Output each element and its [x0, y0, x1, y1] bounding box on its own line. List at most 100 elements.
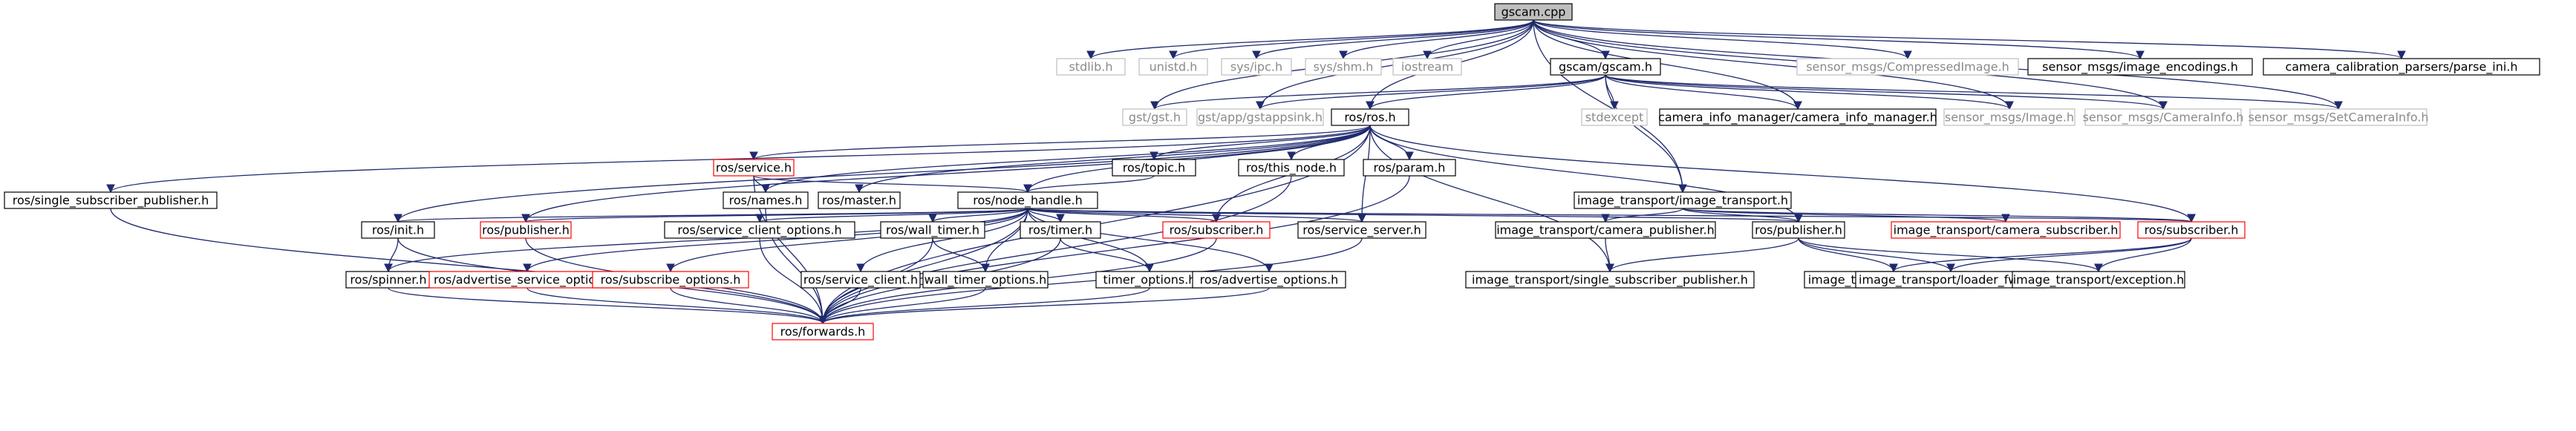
node-ros-subscriber-mid[interactable]: ros/subscriber.h [1162, 221, 1271, 239]
node-ros-service-client-options[interactable]: ros/service_client_options.h [664, 221, 855, 239]
node-unistd: unistd.h [1138, 58, 1208, 76]
node-label: image_transport/single_subscriber_publis… [1472, 273, 1748, 288]
node-ros-service-server[interactable]: ros/service_server.h [1297, 221, 1426, 239]
node-box [1943, 108, 2076, 126]
node-ros-advertise-options[interactable]: ros/advertise_options.h [1192, 271, 1346, 289]
edge-ros_node_handle-to-ros_service_client [856, 208, 1028, 273]
node-box [1581, 108, 1648, 126]
node-ros-subscribe-options[interactable]: ros/subscribe_options.h [592, 271, 749, 289]
edge-gscam_cpp-to-sys_ipc [1252, 19, 1534, 60]
edge-ros_ros-to-ros_topic [1150, 125, 1371, 161]
node-image-encodings[interactable]: sensor_msgs/image_encodings.h [2027, 58, 2253, 76]
node-box [2137, 221, 2246, 239]
node-ros-topic[interactable]: ros/topic.h [1112, 159, 1196, 177]
edge-gscam_cpp-to-unistd [1169, 19, 1534, 60]
node-ros-node-handle[interactable]: ros/node_handle.h [957, 191, 1098, 209]
node-it-exception2[interactable]: image_transport/exception.h [2012, 271, 2185, 289]
edge-gscam_h-to-cinfo_manager [1605, 74, 1802, 111]
node-box [1550, 58, 1661, 76]
edge-it_image_transport-to-it_camera_subscriber [1682, 208, 2010, 223]
node-gst-appsink: gst/app/gstappsink.h [1196, 108, 1324, 126]
node-box [1192, 271, 1346, 289]
node-label: ros/subscriber.h [2145, 223, 2239, 237]
node-label: sensor_msgs/CompressedImage.h [1806, 60, 2009, 75]
node-it-loader-fwds[interactable]: image_transport/loader_fwds.h [1855, 271, 2047, 289]
edge-timer_options-to-ros_forwards [818, 287, 1150, 325]
edge-wall_timer_options-to-ros_forwards [818, 287, 986, 325]
edge-ros_node_handle-to-ros_spinner [384, 208, 1028, 273]
node-box [1465, 271, 1755, 289]
node-label: ros/subscriber.h [1170, 223, 1264, 237]
edge-gscam_cpp-to-sys_shm [1339, 19, 1534, 60]
node-box [1574, 191, 1792, 209]
node-label: image_transport/image_transport.h [1577, 194, 1788, 208]
node-label: ros/publisher.h [482, 223, 570, 237]
node-gst-gst: gst/gst.h [1122, 108, 1187, 126]
edge-ros_node_handle-to-ros_service_server [1027, 208, 1366, 223]
edge-ros_node_handle-to-ros_subscribe_options [666, 208, 1028, 273]
node-box [664, 221, 855, 239]
edge-gscam_h-to-gst_gst [1150, 74, 1606, 111]
node-box [922, 271, 1049, 289]
node-ros-names[interactable]: ros/names.h [723, 191, 809, 209]
node-cinfo-manager[interactable]: camera_info_manager/camera_info_manager.… [1658, 108, 1937, 126]
node-ros-spinner[interactable]: ros/spinner.h [345, 271, 431, 289]
node-box [1495, 221, 1716, 239]
node-it-image-transport[interactable]: image_transport/image_transport.h [1574, 191, 1792, 209]
node-calib-parsers[interactable]: camera_calibration_parsers/parse_ini.h [2263, 58, 2540, 76]
node-it-camera-publisher[interactable]: image_transport/camera_publisher.h [1495, 221, 1716, 239]
node-label: sensor_msgs/CameraInfo.h [2083, 111, 2244, 125]
node-box [480, 221, 572, 239]
node-box [2084, 108, 2242, 126]
node-ros-forwards[interactable]: ros/forwards.h [772, 323, 874, 340]
node-ros-init[interactable]: ros/init.h [361, 221, 435, 239]
node-gscam-h[interactable]: gscam/gscam.h [1550, 58, 1661, 76]
node-ros-param[interactable]: ros/param.h [1363, 159, 1456, 177]
node-timer-options[interactable]: timer_options.h [1095, 271, 1204, 289]
node-label: sensor_msgs/Image.h [1945, 111, 2074, 125]
node-ros-this-node[interactable]: ros/this_node.h [1238, 159, 1345, 177]
node-label: camera_calibration_parsers/parse_ini.h [2285, 60, 2517, 75]
node-box [1238, 159, 1345, 177]
edge-ros_spinner-to-ros_forwards [388, 287, 827, 325]
node-label: ros/names.h [729, 194, 803, 208]
node-box [2263, 58, 2540, 76]
node-ros-wall-timer[interactable]: ros/wall_timer.h [880, 221, 985, 239]
node-ros-service-client[interactable]: ros/service_client.h [800, 271, 921, 289]
edge-ros_service_server-to-ros_forwards [818, 237, 1363, 325]
node-ros-ros[interactable]: ros/ros.h [1331, 108, 1409, 126]
node-label: ros/publisher.h [1755, 223, 1842, 237]
node-label: ros/wall_timer.h [886, 223, 979, 238]
node-label: unistd.h [1150, 60, 1198, 74]
edge-single_sub_pub-to-ros_forwards [110, 208, 827, 325]
node-ros-advertise-service-options[interactable]: ros/advertise_service_options.h [428, 271, 626, 289]
edge-ros_ros-to-ros_subscriber_right [1369, 125, 2196, 223]
node-label: camera_info_manager/camera_info_manager.… [1658, 111, 1937, 125]
node-box [1020, 221, 1101, 239]
node-box [361, 221, 435, 239]
node-it-camera-subscriber[interactable]: image_transport/camera_subscriber.h [1891, 221, 2121, 239]
node-ros-publisher[interactable]: ros/publisher.h [480, 221, 572, 239]
node-label: ros/this_node.h [1246, 161, 1337, 176]
node-ros-timer[interactable]: ros/timer.h [1020, 221, 1101, 239]
node-it-single-sub-pub[interactable]: image_transport/single_subscriber_publis… [1465, 271, 1755, 289]
edge-ros_ros-to-it_single_sub_pub [1369, 125, 1614, 273]
node-ros-service[interactable]: ros/service.h [713, 159, 795, 177]
node-label: gst/gst.h [1129, 111, 1181, 125]
node-ros-master[interactable]: ros/master.h [818, 191, 901, 209]
node-wall-timer-options[interactable]: wall_timer_options.h [922, 271, 1049, 289]
node-box [1297, 221, 1426, 239]
node-label: ros/init.h [372, 223, 424, 237]
edge-gscam_cpp-to-cinfo_manager [1533, 19, 1802, 111]
node-gscam-cpp[interactable]: gscam.cpp [1494, 3, 1573, 21]
edge-gscam_cpp-to-calib_parsers [1533, 19, 2406, 60]
node-ros-subscriber-right[interactable]: ros/subscriber.h [2137, 221, 2246, 239]
edge-ros_service-to-ros_node_handle [753, 175, 1032, 194]
node-single-sub-pub[interactable]: ros/single_subscriber_publisher.h [4, 191, 218, 209]
node-box [592, 271, 749, 289]
node-label: ros/single_subscriber_publisher.h [13, 194, 209, 208]
node-it-publisher[interactable]: ros/publisher.h [1752, 221, 1845, 239]
edge-gscam_cpp-to-it_image_transport [1533, 19, 1687, 194]
edge-ros_node_handle-to-ros_advertise_service_options [523, 208, 1028, 273]
